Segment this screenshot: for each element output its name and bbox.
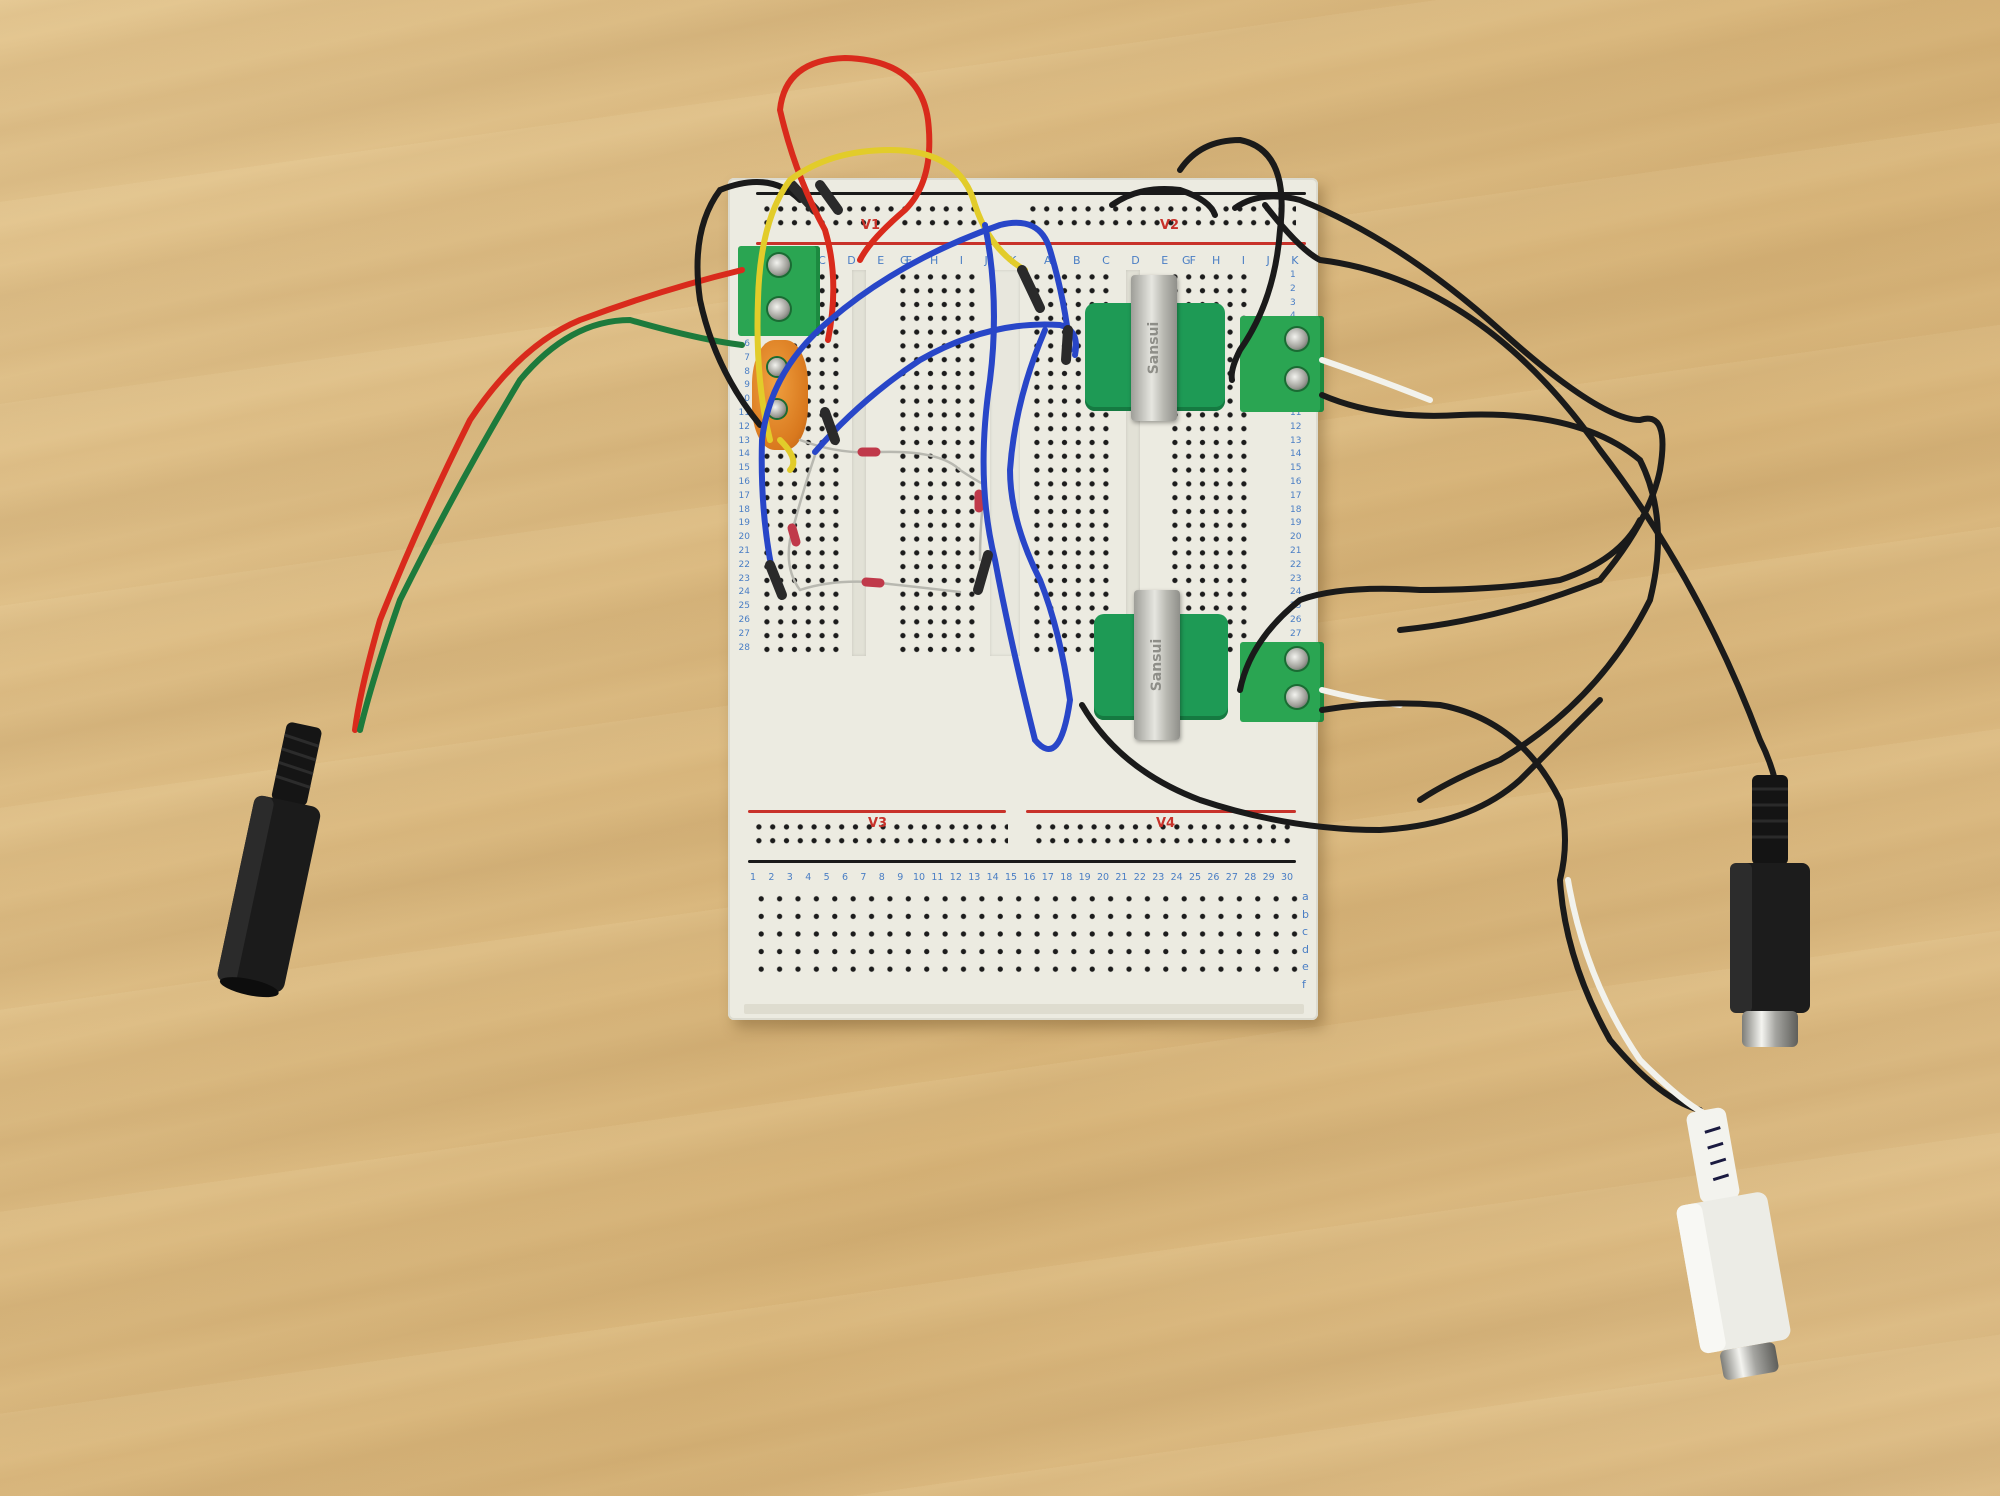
black-wire-right-loop-1 xyxy=(1109,186,1218,218)
bottom-grid-holes xyxy=(752,890,1298,976)
green-wire xyxy=(357,316,745,733)
black-wire-curve-mid xyxy=(1237,517,1643,693)
jack-right-black-rca xyxy=(1730,775,1810,1047)
white-wire-top xyxy=(1319,357,1433,403)
black-wire-from-bottom-terminal xyxy=(1319,700,1703,1113)
grid-left-b xyxy=(896,270,980,656)
rail-label-v1: V1 xyxy=(861,218,881,233)
blue-wire-1 xyxy=(758,219,1073,573)
red-wire xyxy=(352,267,745,733)
yellow-wire-lower xyxy=(777,437,797,473)
black-wire-from-top-terminal xyxy=(1319,392,1661,803)
black-wire-long-bottom xyxy=(1079,697,1603,834)
transformer-bottom-core: Sansui xyxy=(1134,590,1180,740)
bottom-red-rail-line-right xyxy=(1026,810,1296,813)
black-wire-stub-mid-1 xyxy=(820,407,840,445)
rail-label-v2: V2 xyxy=(1160,218,1180,233)
bottom-rail-holes-left xyxy=(752,820,1008,848)
top-rail-holes-right xyxy=(1026,202,1296,230)
red-wire-loop xyxy=(776,54,933,343)
screw-icon xyxy=(768,254,790,276)
top-black-rail-line xyxy=(756,192,1306,195)
board-bottom-edge xyxy=(744,1004,1304,1014)
top-red-rail-line xyxy=(756,242,1306,245)
yellow-wire xyxy=(754,146,1028,443)
white-wire-to-white-rca xyxy=(1565,877,1705,1115)
black-wire-stub-mid-5 xyxy=(1061,325,1073,365)
resistor-bodies xyxy=(787,447,984,588)
column-letters-right-a: A B C D E F xyxy=(1044,254,1205,267)
jack-right-white-rca xyxy=(1676,1107,1791,1380)
transformer-bottom: Sansui xyxy=(1094,590,1228,740)
column-letters-right-b: G H I J K xyxy=(1182,254,1308,267)
rail-label-v4: V4 xyxy=(1156,816,1176,831)
screw-icon xyxy=(1286,648,1308,670)
bottom-red-rail-line-left xyxy=(748,810,1006,813)
screw-icon xyxy=(1286,328,1308,350)
black-wire-right-loop-2 xyxy=(1177,136,1285,383)
screw-icon xyxy=(768,358,786,376)
screw-icon xyxy=(1286,686,1308,708)
terminal-block-left-top xyxy=(738,246,820,336)
black-wire-stub-mid-4 xyxy=(1017,265,1045,313)
black-wire-stub-mid-2 xyxy=(973,550,993,595)
bottom-rail-holes-right xyxy=(1032,820,1294,848)
black-wire-right-loop-3 xyxy=(1232,193,1666,633)
bottom-column-numbers: 1 2 3 4 5 6 7 8 9 10 11 12 13 14 15 16 1… xyxy=(750,872,1294,883)
screw-icon xyxy=(1286,368,1308,390)
jack-left-3-5mm xyxy=(217,722,322,998)
center-trough-left xyxy=(852,270,866,656)
screw-icon xyxy=(768,298,790,320)
black-wire-stub-mid-3 xyxy=(765,560,787,600)
black-wire-to-black-rca xyxy=(1262,202,1778,783)
transformer-top-core: Sansui xyxy=(1131,275,1177,421)
rail-label-v3: V3 xyxy=(868,816,888,831)
top-rail-holes-left xyxy=(760,202,980,230)
black-wire-left-loop xyxy=(694,179,803,428)
resistor-network xyxy=(787,438,987,594)
blue-wire-3 xyxy=(980,222,1074,752)
black-wire-left-stub-2 xyxy=(815,180,843,215)
transformer-top: Sansui xyxy=(1085,275,1225,435)
bottom-black-rail-line xyxy=(748,860,1296,863)
